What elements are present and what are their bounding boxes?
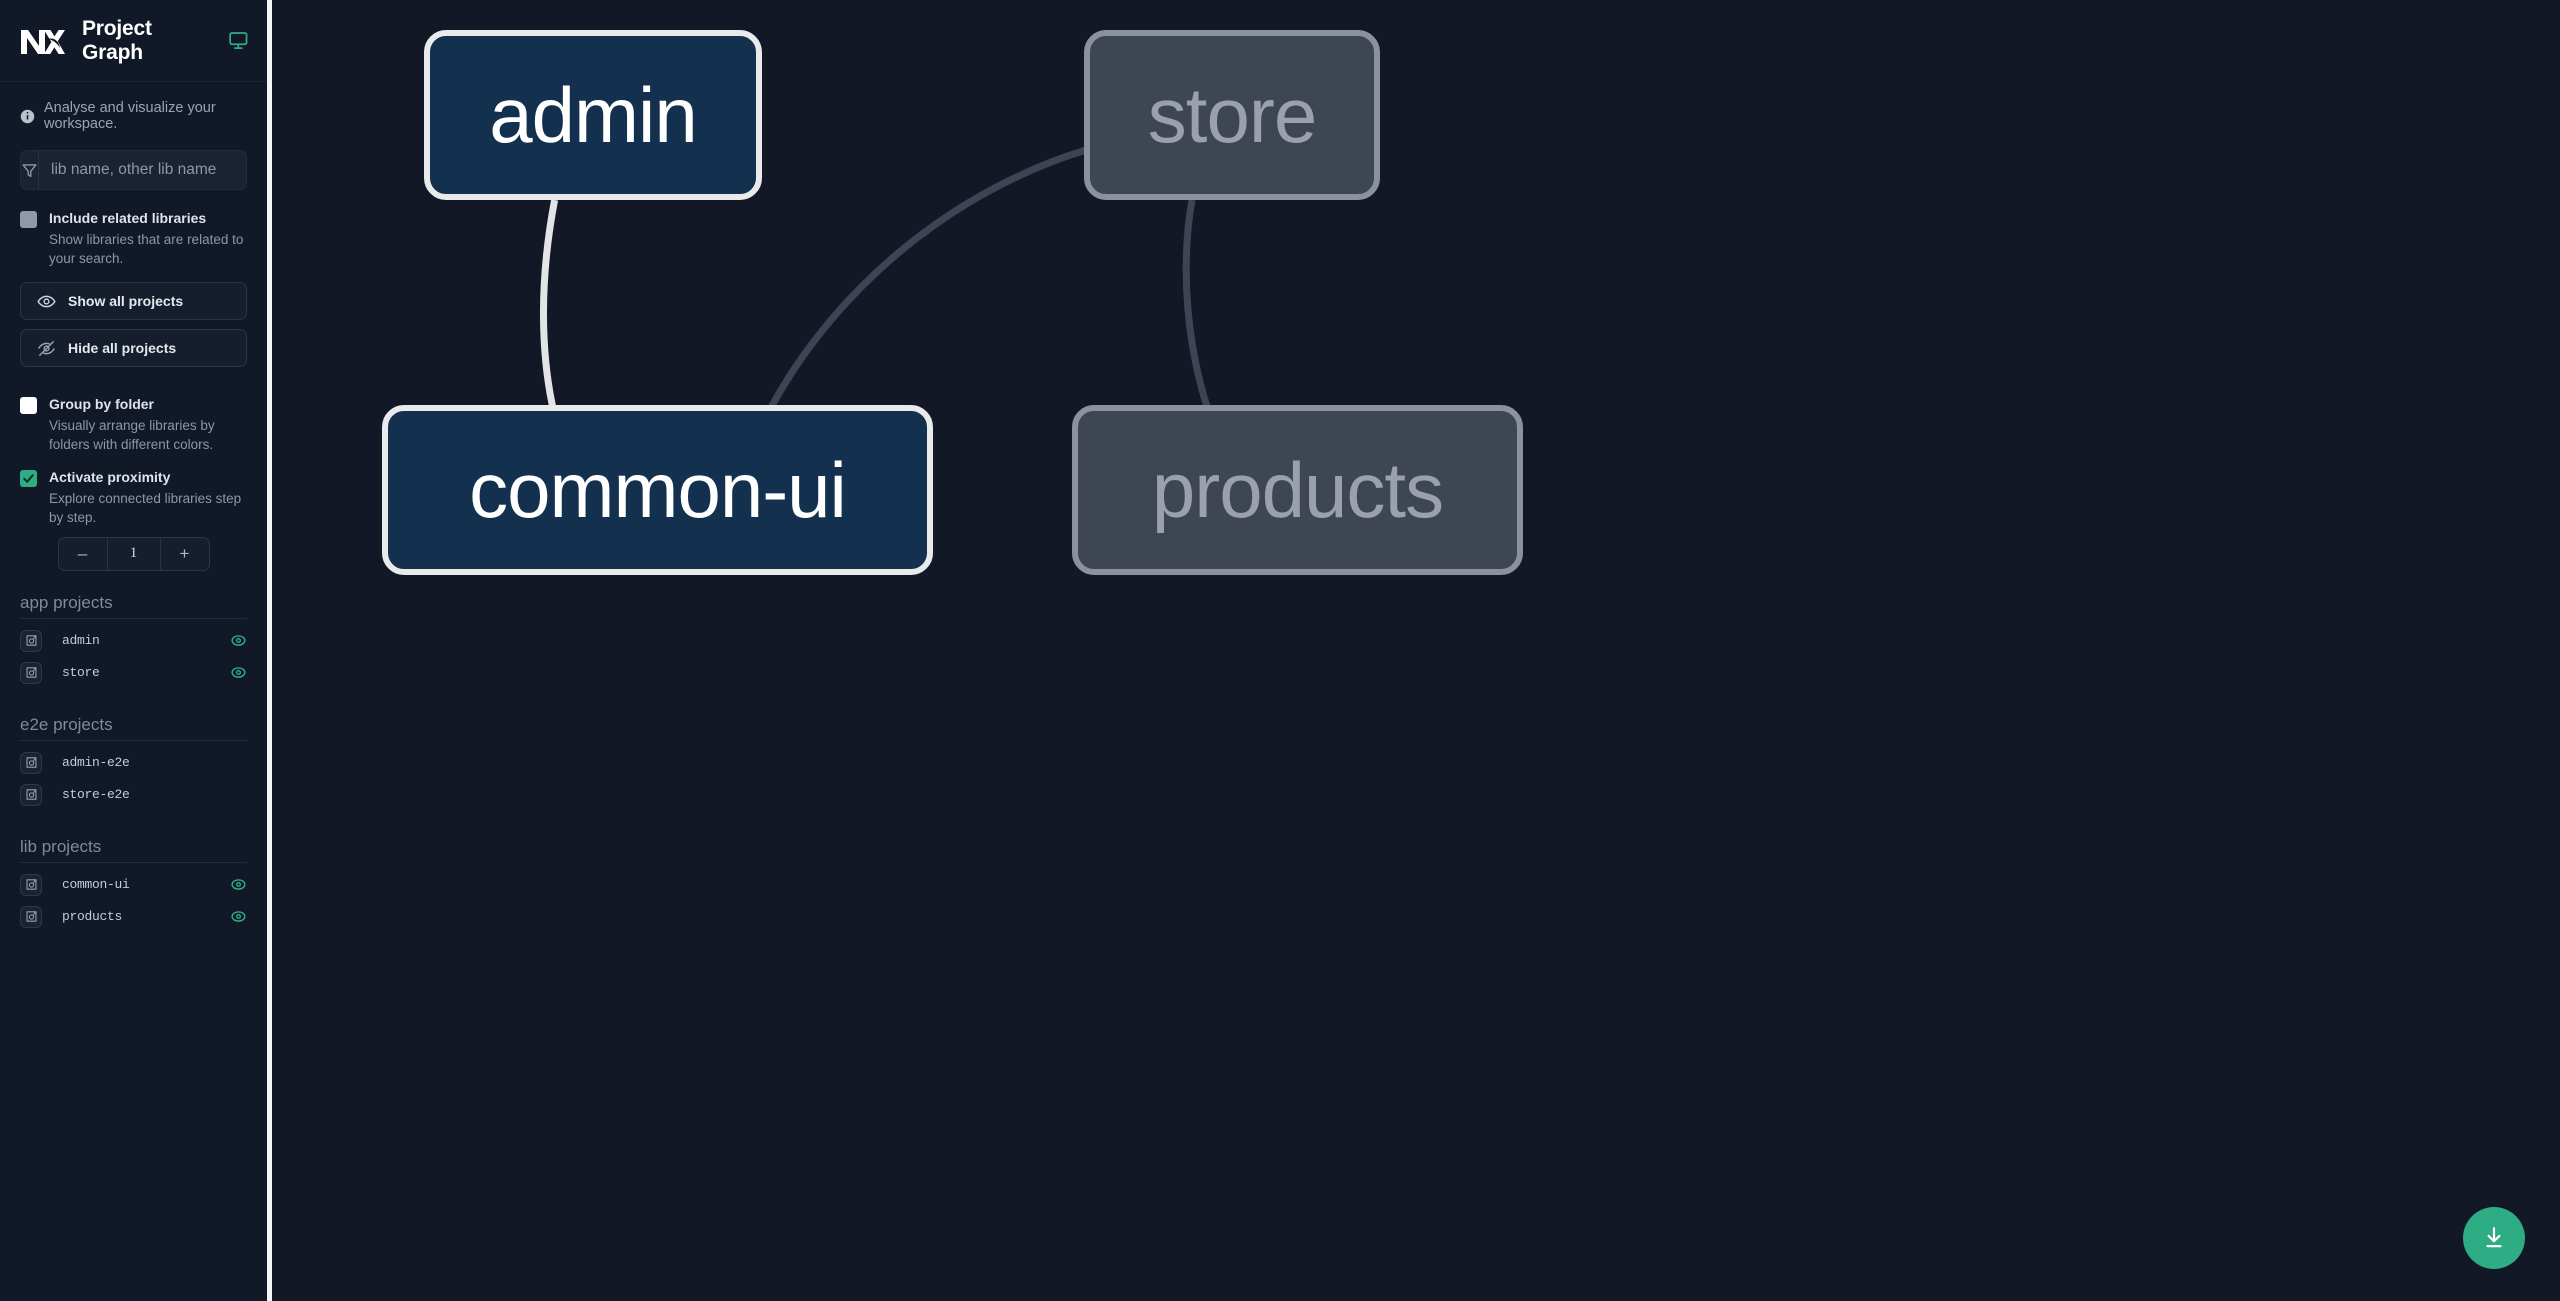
lib-project-icon — [26, 911, 36, 923]
proximity-decrement-button[interactable]: – — [59, 538, 107, 570]
project-visibility-eye-icon[interactable] — [230, 908, 247, 925]
project-row-admin[interactable]: admin — [20, 625, 247, 657]
download-graph-button[interactable] — [2463, 1207, 2525, 1269]
project-name: store-e2e — [62, 787, 130, 803]
activate-proximity-description: Explore connected libraries step by step… — [49, 490, 242, 525]
group-by-folder-label: Group by folder — [49, 396, 154, 413]
graph-node-store[interactable]: store — [1084, 30, 1380, 200]
search-box[interactable] — [20, 150, 247, 190]
search-input[interactable] — [39, 151, 246, 189]
eye-icon — [37, 295, 56, 308]
project-row-store-e2e[interactable]: store-e2e — [20, 779, 247, 811]
project-icon — [20, 905, 42, 928]
option-activate-proximity[interactable]: Activate proximity Explore connected lib… — [0, 455, 267, 527]
project-row-products[interactable]: products — [20, 901, 247, 933]
include-related-libraries-checkbox[interactable] — [20, 211, 37, 228]
project-name: store — [62, 665, 100, 681]
app-project-icon — [26, 635, 36, 647]
sidebar-header: Project Graph — [0, 0, 267, 82]
page-title: Project Graph — [82, 16, 152, 64]
graph-node-label: products — [1151, 445, 1444, 534]
option-group-by-folder[interactable]: Group by folder Visually arrange librari… — [0, 376, 267, 454]
stepper-divider — [159, 537, 161, 570]
project-name: admin — [62, 633, 100, 649]
graph-canvas[interactable]: admin store common-ui products — [272, 0, 2560, 1301]
nx-logo — [18, 22, 66, 60]
project-name: products — [62, 909, 123, 925]
search-container — [0, 142, 267, 190]
project-row-store[interactable]: store — [20, 657, 247, 689]
project-icon — [20, 661, 42, 684]
project-icon — [20, 629, 42, 652]
graph-node-label: admin — [489, 70, 697, 159]
checkmark-icon — [23, 473, 34, 483]
monitor-icon[interactable] — [228, 30, 249, 52]
group-by-folder-description: Visually arrange libraries by folders wi… — [49, 418, 215, 453]
group-by-folder-checkbox[interactable] — [20, 397, 37, 415]
project-name: common-ui — [62, 877, 130, 893]
include-related-libraries-label: Include related libraries — [49, 210, 207, 226]
tagline: Analyse and visualize your workspace. — [0, 82, 267, 142]
graph-node-products[interactable]: products — [1072, 405, 1523, 575]
lib-project-icon — [26, 879, 36, 891]
eye-off-icon — [37, 340, 55, 356]
activate-proximity-label: Activate proximity — [49, 468, 171, 485]
activate-proximity-checkbox[interactable] — [20, 469, 37, 487]
proximity-stepper-container: – 1 + — [0, 527, 267, 571]
project-visibility-eye-icon[interactable] — [230, 664, 247, 681]
graph-node-common-ui[interactable]: common-ui — [382, 405, 933, 575]
group-title-app-projects: app projects — [20, 593, 247, 619]
project-row-admin-e2e[interactable]: admin-e2e — [20, 747, 247, 779]
graph-node-label: store — [1147, 70, 1317, 159]
project-icon — [20, 783, 42, 806]
project-row-common-ui[interactable]: common-ui — [20, 869, 247, 901]
app-project-icon — [26, 757, 36, 769]
visibility-buttons: Show all projects Hide all projects — [0, 268, 267, 376]
project-visibility-eye-icon[interactable] — [230, 876, 247, 893]
funnel-filter-icon[interactable] — [21, 151, 39, 189]
graph-node-admin[interactable]: admin — [424, 30, 762, 200]
info-icon — [20, 109, 35, 124]
sidebar: Project Graph Analyse and visualize your… — [0, 0, 272, 1301]
project-list: app projects admin — [0, 593, 267, 933]
graph-node-label: common-ui — [469, 445, 847, 534]
project-name: admin-e2e — [62, 755, 130, 771]
hide-all-projects-label: Hide all projects — [68, 340, 177, 357]
tagline-text: Analyse and visualize your workspace. — [44, 100, 216, 132]
show-all-projects-button[interactable]: Show all projects — [20, 282, 247, 321]
stepper-divider — [106, 537, 108, 570]
show-all-projects-label: Show all projects — [68, 293, 184, 310]
project-icon — [20, 873, 42, 896]
group-title-e2e-projects: e2e projects — [20, 715, 247, 741]
app-project-icon — [26, 789, 36, 801]
proximity-stepper: – 1 + — [57, 536, 210, 571]
download-icon — [2486, 1227, 2502, 1248]
proximity-increment-button[interactable]: + — [161, 538, 209, 570]
app-project-icon — [26, 667, 36, 679]
option-include-related-libraries[interactable]: Include related libraries Show libraries… — [0, 190, 267, 268]
group-title-lib-projects: lib projects — [20, 837, 247, 863]
include-related-libraries-description: Show libraries that are related to your … — [49, 232, 244, 267]
hide-all-projects-button[interactable]: Hide all projects — [20, 329, 247, 368]
project-icon — [20, 751, 42, 774]
project-visibility-eye-icon[interactable] — [230, 632, 247, 649]
proximity-value: 1 — [129, 545, 138, 562]
